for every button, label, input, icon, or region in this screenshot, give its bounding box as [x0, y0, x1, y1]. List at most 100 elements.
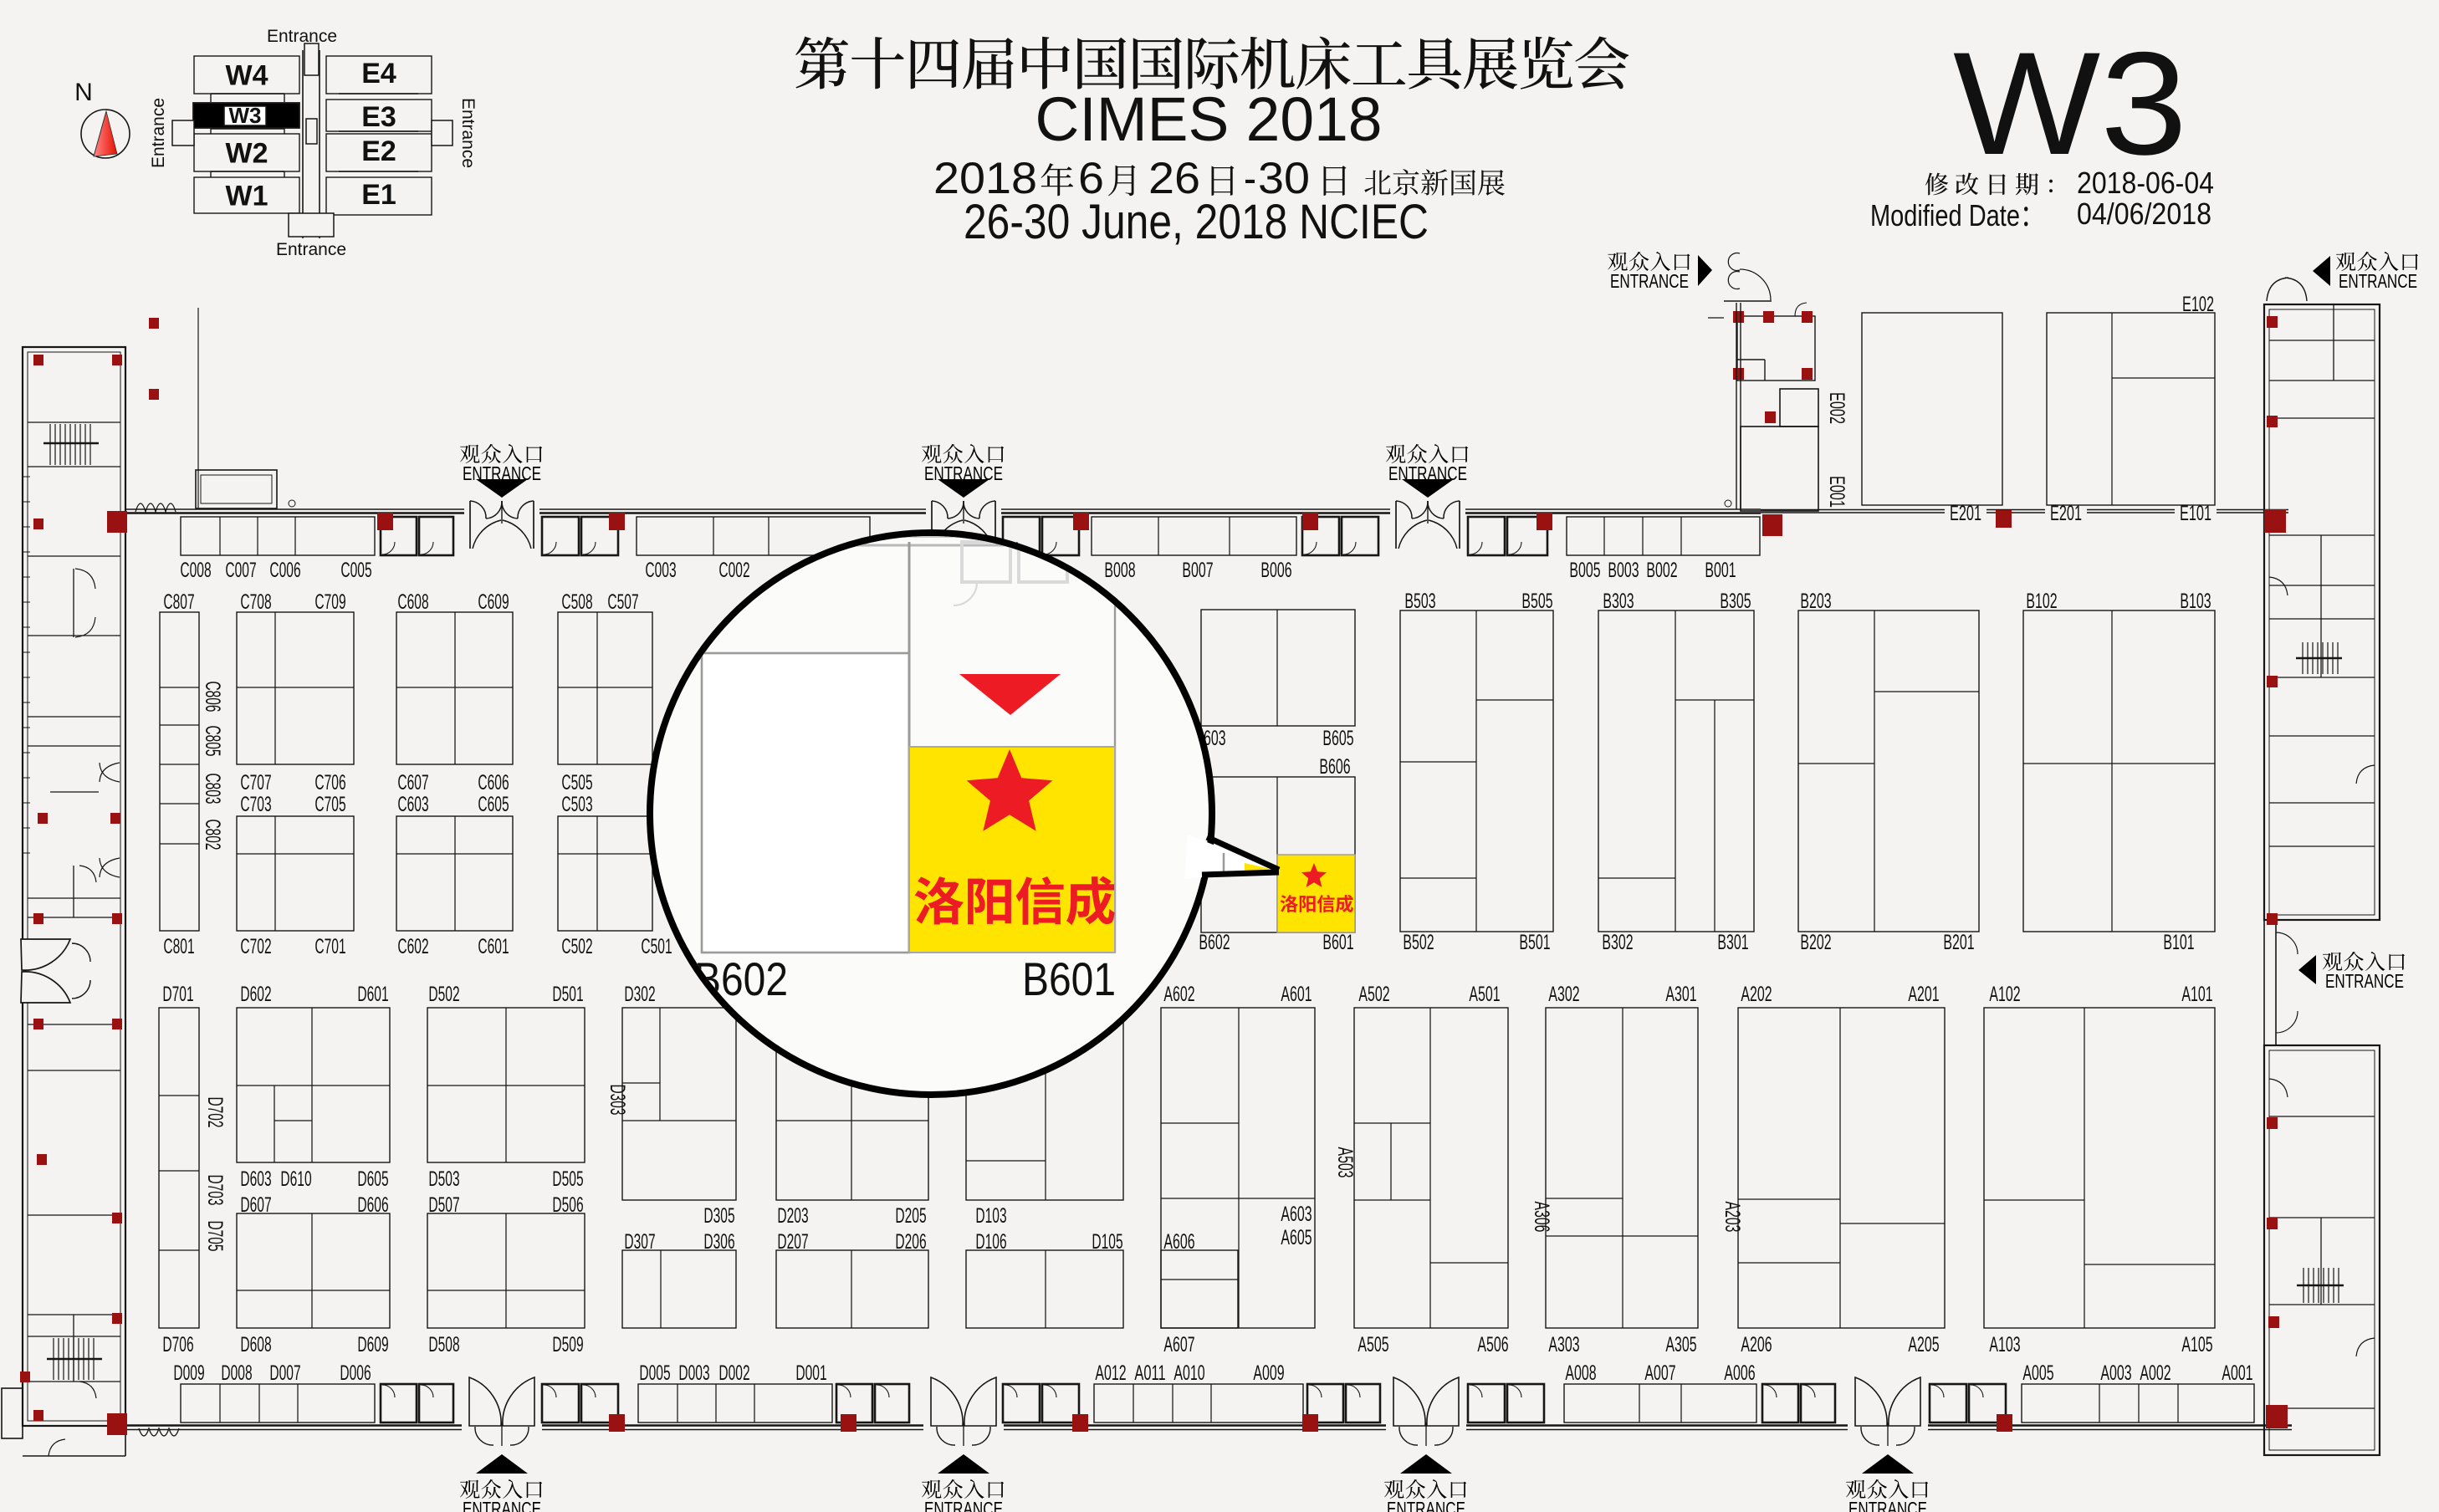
svg-text:D103: D103 — [975, 1204, 1006, 1228]
svg-text:C706: C706 — [314, 771, 345, 794]
svg-text:C703: C703 — [240, 793, 271, 816]
svg-text:D203: D203 — [777, 1204, 808, 1228]
svg-text:D506: D506 — [552, 1193, 583, 1217]
svg-text:B606: B606 — [1319, 755, 1350, 779]
svg-text:D503: D503 — [428, 1167, 459, 1191]
svg-text:B203: B203 — [1800, 590, 1831, 613]
svg-text:E3: E3 — [361, 101, 396, 133]
svg-text:A009: A009 — [1253, 1361, 1284, 1385]
svg-text:C501: C501 — [641, 935, 672, 958]
svg-text:D609: D609 — [357, 1333, 388, 1356]
svg-text:D610: D610 — [280, 1167, 311, 1191]
svg-text:D009: D009 — [173, 1361, 204, 1385]
svg-text:Entrance: Entrance — [267, 27, 337, 46]
svg-text:A607: A607 — [1163, 1333, 1194, 1356]
svg-text:D302: D302 — [624, 983, 655, 1006]
svg-text:26: 26 — [1148, 154, 1200, 203]
svg-text:C503: C503 — [561, 793, 592, 816]
svg-text:D006: D006 — [340, 1361, 371, 1385]
svg-text:D306: D306 — [703, 1230, 734, 1254]
svg-text:B305: B305 — [1720, 590, 1751, 613]
svg-text:A602: A602 — [1163, 983, 1194, 1006]
svg-text:C707: C707 — [240, 771, 271, 794]
svg-text:A105: A105 — [2181, 1333, 2212, 1356]
svg-text:A305: A305 — [1665, 1333, 1696, 1356]
svg-text:D606: D606 — [357, 1193, 388, 1217]
svg-text:C803: C803 — [201, 774, 224, 805]
svg-text:C705: C705 — [314, 793, 345, 816]
svg-text:D105: D105 — [1092, 1230, 1122, 1254]
svg-text:D307: D307 — [624, 1230, 655, 1254]
svg-text:D602: D602 — [240, 983, 271, 1006]
svg-text:CIMES 2018: CIMES 2018 — [1035, 84, 1383, 154]
svg-text:D206: D206 — [895, 1230, 926, 1254]
svg-text:D507: D507 — [428, 1193, 459, 1217]
svg-text:A102: A102 — [1989, 983, 2020, 1006]
svg-text:-: - — [1244, 154, 1256, 203]
svg-text:A502: A502 — [1358, 983, 1389, 1006]
svg-text:D106: D106 — [975, 1230, 1006, 1254]
svg-text:A206: A206 — [1741, 1333, 1772, 1356]
svg-text:B008: B008 — [1104, 559, 1135, 582]
svg-text:B103: B103 — [2180, 590, 2211, 613]
svg-text:D702: D702 — [203, 1097, 227, 1128]
svg-text:A001: A001 — [2222, 1361, 2252, 1385]
svg-text:D305: D305 — [703, 1204, 734, 1228]
svg-text:B007: B007 — [1182, 559, 1213, 582]
svg-text:C806: C806 — [201, 682, 224, 713]
svg-text:C006: C006 — [269, 559, 300, 582]
svg-text:B003: B003 — [1608, 559, 1639, 582]
svg-text:E2: E2 — [361, 135, 396, 167]
svg-text:E4: E4 — [361, 58, 396, 89]
svg-text:E102: E102 — [2182, 293, 2214, 316]
svg-text:A008: A008 — [1565, 1361, 1596, 1385]
svg-text:C802: C802 — [201, 820, 224, 850]
svg-text:E1: E1 — [361, 179, 396, 211]
svg-text:D705: D705 — [203, 1221, 227, 1252]
svg-text:B605: B605 — [1322, 727, 1353, 750]
svg-text:A005: A005 — [2022, 1361, 2053, 1385]
svg-text:A002: A002 — [2140, 1361, 2171, 1385]
svg-text:A202: A202 — [1741, 983, 1772, 1006]
svg-text:C601: C601 — [478, 935, 509, 958]
svg-text:B202: B202 — [1800, 931, 1831, 954]
svg-text:A302: A302 — [1548, 983, 1579, 1006]
svg-text:B101: B101 — [2163, 931, 2194, 954]
svg-text:B503: B503 — [1404, 590, 1435, 613]
svg-text:C708: C708 — [240, 590, 271, 614]
svg-text:C605: C605 — [478, 793, 509, 816]
svg-text:B301: B301 — [1717, 931, 1748, 954]
svg-text:E002: E002 — [1825, 392, 1848, 424]
svg-text:A605: A605 — [1281, 1226, 1312, 1249]
svg-text:A101: A101 — [2181, 983, 2212, 1006]
svg-text:B201: B201 — [1943, 931, 1974, 954]
svg-text:A301: A301 — [1665, 983, 1696, 1006]
svg-text:A012: A012 — [1095, 1361, 1126, 1385]
svg-text:A306: A306 — [1530, 1202, 1553, 1233]
svg-text:A303: A303 — [1548, 1333, 1579, 1356]
svg-text:C502: C502 — [561, 935, 592, 958]
svg-text:D207: D207 — [777, 1230, 808, 1254]
svg-text:C701: C701 — [314, 935, 345, 958]
svg-text:A201: A201 — [1908, 983, 1939, 1006]
svg-text:A007: A007 — [1644, 1361, 1675, 1385]
svg-text:D608: D608 — [240, 1333, 271, 1356]
svg-text:C002: C002 — [718, 559, 749, 582]
svg-text:E001: E001 — [1825, 476, 1848, 508]
svg-text:C801: C801 — [163, 935, 194, 958]
svg-text:C008: C008 — [180, 559, 211, 582]
svg-text:A103: A103 — [1989, 1333, 2020, 1356]
svg-text:W2: W2 — [226, 138, 268, 170]
svg-text:A505: A505 — [1358, 1333, 1388, 1356]
svg-text:D505: D505 — [552, 1167, 583, 1191]
svg-text:D003: D003 — [678, 1361, 709, 1385]
svg-text:C608: C608 — [397, 590, 428, 614]
svg-text:B005: B005 — [1569, 559, 1600, 582]
svg-text:D601: D601 — [357, 983, 388, 1006]
svg-text:B505: B505 — [1521, 590, 1552, 613]
svg-text:C702: C702 — [240, 935, 271, 958]
svg-text:A010: A010 — [1173, 1361, 1204, 1385]
svg-text:B501: B501 — [1519, 931, 1550, 954]
svg-text:B502: B502 — [1403, 931, 1434, 954]
svg-text:C807: C807 — [163, 590, 194, 614]
